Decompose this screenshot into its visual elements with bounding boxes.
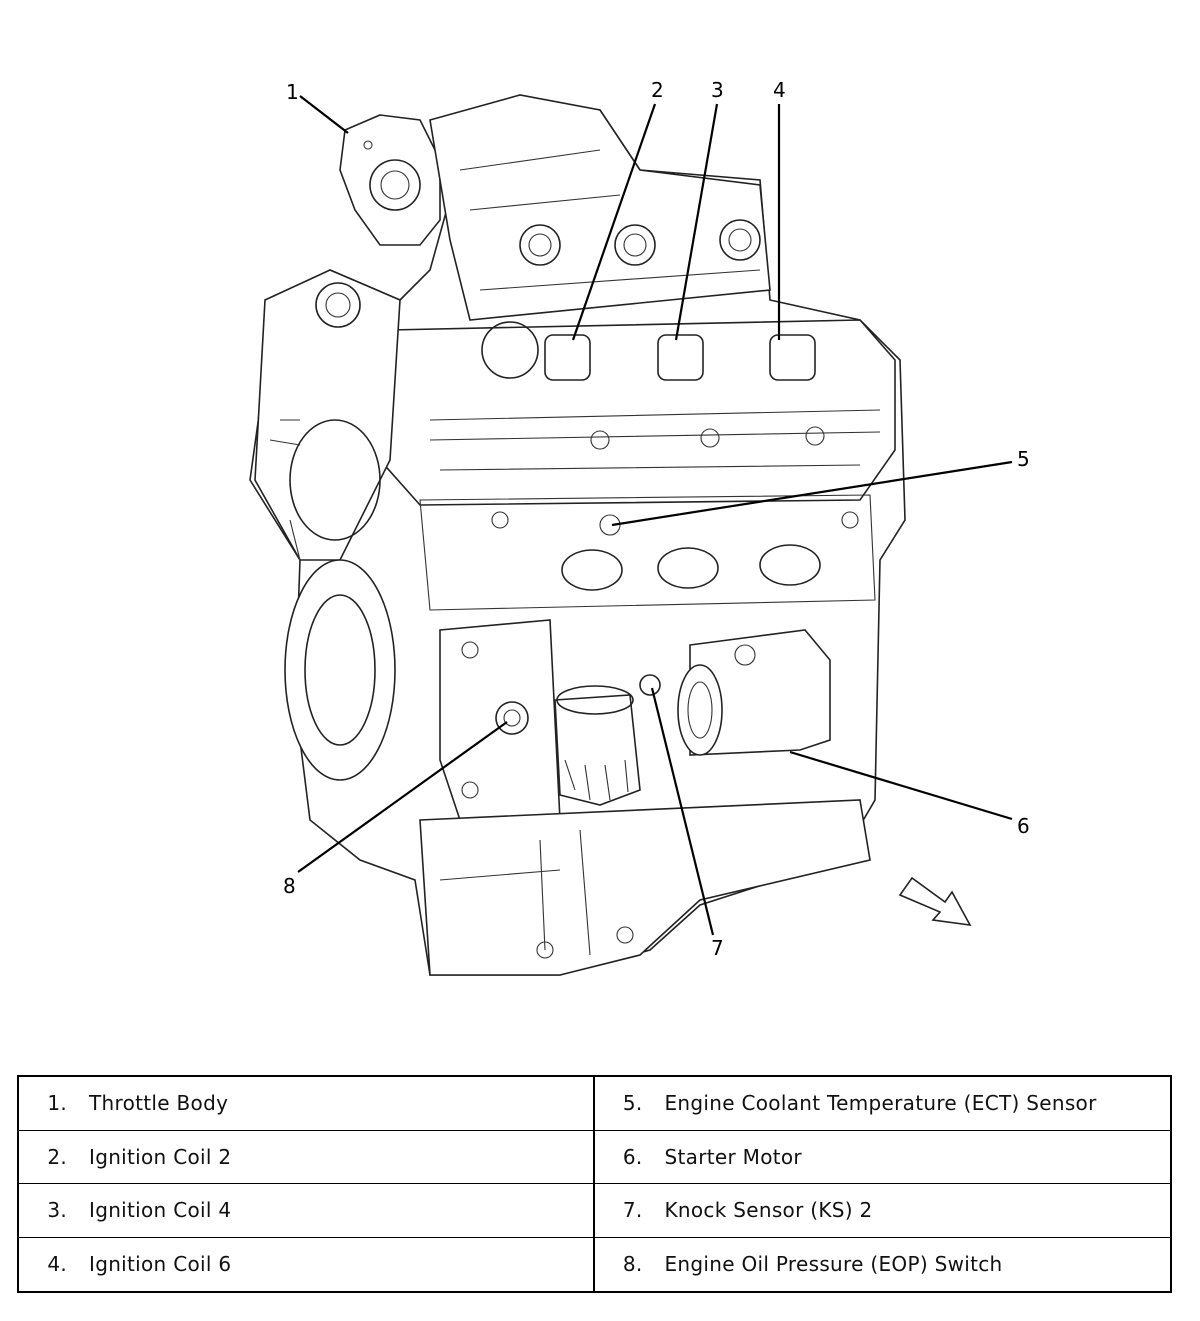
engine-block-drawing bbox=[419, 494, 876, 611]
callout-5: 5 bbox=[1017, 447, 1030, 471]
callout-6: 6 bbox=[1017, 814, 1030, 838]
leader-line-6 bbox=[789, 750, 1013, 821]
callout-labels: 1 2 3 4 5 6 7 8 bbox=[283, 78, 1030, 960]
leader-line-5 bbox=[611, 460, 1013, 527]
callout-3: 3 bbox=[711, 78, 724, 102]
callout-4: 4 bbox=[773, 78, 786, 102]
knock-sensor-drawing bbox=[639, 674, 661, 696]
legend-label: Engine Oil Pressure (EOP) Switch bbox=[664, 1252, 1003, 1277]
engine-diagram: 1 2 3 4 5 6 7 8 bbox=[249, 78, 1030, 976]
legend-number: 8. bbox=[622, 1252, 643, 1277]
leader-lines bbox=[297, 95, 1013, 936]
cylinder-head-drawing bbox=[379, 319, 896, 506]
callout-8: 8 bbox=[283, 874, 296, 898]
legend-number: 3. bbox=[47, 1198, 67, 1223]
leader-line-8 bbox=[297, 721, 508, 873]
legend-cell: 2. Ignition Coil 2 bbox=[19, 1130, 595, 1183]
legend-cell: 8. Engine Oil Pressure (EOP) Switch bbox=[595, 1238, 1171, 1292]
oil-filter-drawing bbox=[554, 685, 641, 806]
legend-label: Ignition Coil 6 bbox=[89, 1252, 232, 1277]
legend-cell: 3. Ignition Coil 4 bbox=[19, 1184, 595, 1237]
legend-row: 4. Ignition Coil 6 8. Engine Oil Pressur… bbox=[19, 1237, 1171, 1292]
legend-number: 6. bbox=[622, 1144, 643, 1169]
legend-label: Ignition Coil 4 bbox=[89, 1198, 232, 1223]
accessory-drive-drawing bbox=[254, 269, 401, 781]
legend-cell: 5. Engine Coolant Temperature (ECT) Sens… bbox=[595, 1077, 1171, 1130]
leader-line-3 bbox=[674, 103, 719, 341]
legend-label: Throttle Body bbox=[89, 1091, 229, 1116]
legend-row: 1. Throttle Body 5. Engine Coolant Tempe… bbox=[19, 1077, 1170, 1131]
leader-line-1 bbox=[299, 95, 349, 134]
legend-number: 4. bbox=[47, 1252, 67, 1277]
front-direction-arrow-icon bbox=[898, 876, 972, 927]
legend-number: 7. bbox=[622, 1198, 643, 1223]
legend-cell: 6. Starter Motor bbox=[595, 1131, 1171, 1184]
legend-label: Ignition Coil 2 bbox=[89, 1144, 232, 1169]
legend-row: 2. Ignition Coil 2 6. Starter Motor bbox=[19, 1130, 1171, 1184]
starter-motor-drawing bbox=[677, 629, 831, 756]
legend-number: 5. bbox=[622, 1091, 643, 1116]
leader-line-2 bbox=[571, 103, 657, 341]
leader-line-7 bbox=[650, 687, 715, 936]
legend-label: Starter Motor bbox=[664, 1144, 802, 1169]
throttle-body-drawing bbox=[339, 114, 441, 246]
callout-2: 2 bbox=[651, 78, 664, 102]
legend-number: 1. bbox=[47, 1091, 67, 1116]
legend-table: 1. Throttle Body 5. Engine Coolant Tempe… bbox=[17, 1075, 1172, 1293]
legend-label: Knock Sensor (KS) 2 bbox=[664, 1198, 873, 1223]
intake-manifold-drawing bbox=[429, 94, 771, 321]
legend-cell: 1. Throttle Body bbox=[19, 1077, 595, 1130]
callout-7: 7 bbox=[711, 936, 724, 960]
engine-drawing bbox=[249, 94, 972, 976]
callout-1: 1 bbox=[286, 80, 299, 104]
legend-row: 3. Ignition Coil 4 7. Knock Sensor (KS) … bbox=[19, 1184, 1170, 1238]
oil-pan-drawing bbox=[419, 799, 871, 976]
legend-cell: 7. Knock Sensor (KS) 2 bbox=[595, 1184, 1171, 1237]
legend-cell: 4. Ignition Coil 6 bbox=[19, 1237, 595, 1291]
legend-number: 2. bbox=[47, 1144, 67, 1169]
legend-label: Engine Coolant Temperature (ECT) Sensor bbox=[664, 1091, 1097, 1116]
